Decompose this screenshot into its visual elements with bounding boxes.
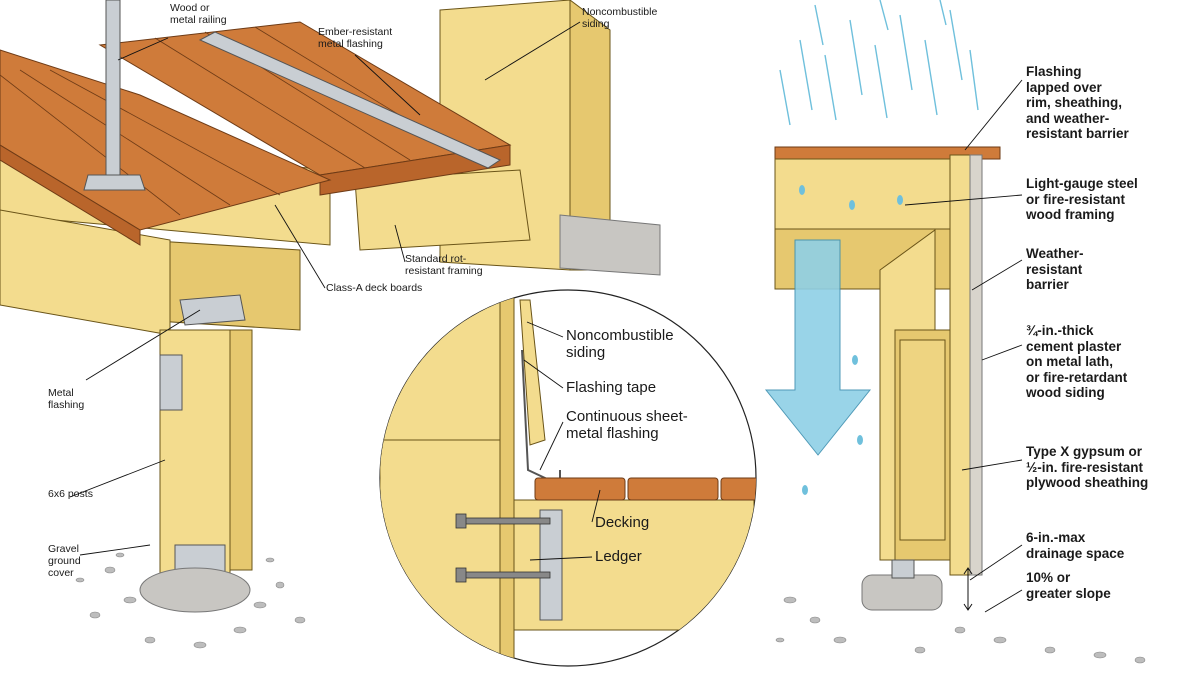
- label-metal-flashing: Metal flashing: [48, 387, 85, 412]
- right-plaster: [969, 154, 983, 576]
- railing-post: [105, 0, 121, 181]
- rain: [779, 0, 979, 126]
- gravel-right: [775, 596, 1146, 664]
- detail-sheathing: [499, 290, 515, 666]
- label-ledger: Ledger: [595, 548, 642, 565]
- foundation: [559, 214, 661, 276]
- deck-boards-upper-edge: [319, 144, 511, 196]
- label-detail-siding: Noncombustible siding: [566, 327, 674, 362]
- label-deck-boards: Class-A deck boards: [326, 282, 423, 294]
- deck-boards-lower-edge: [0, 144, 141, 246]
- joist-hanger: [539, 509, 563, 621]
- label-ember-flashing: Ember-resistant metal flashing: [318, 26, 393, 51]
- label-gypsum: Type X gypsum or ½-in. fire-resistant pl…: [1026, 444, 1149, 491]
- label-drainage: 6-in.-max drainage space: [1026, 530, 1125, 561]
- right-footing: [861, 574, 943, 611]
- detail-rim: [380, 439, 501, 666]
- right-post-base: [891, 559, 915, 579]
- label-railing: Wood or metal railing: [170, 2, 227, 27]
- label-wrb: Weather- resistant barrier: [1026, 246, 1084, 293]
- footing: [139, 567, 251, 613]
- label-flashing-tape: Flashing tape: [566, 379, 657, 396]
- right-section-illustration: [764, 0, 1146, 664]
- detail-siding: [519, 299, 546, 446]
- label-flashing-lapped: Flashing lapped over rim, sheathing, and…: [1026, 64, 1129, 142]
- decking-board-2: [627, 477, 719, 501]
- label-posts: 6x6 posts: [48, 488, 93, 500]
- gravel-left: [75, 552, 306, 649]
- ledger-bolts: [455, 513, 551, 583]
- label-gravel: Gravel ground cover: [48, 543, 81, 580]
- decking-board-3: [720, 477, 756, 501]
- label-standard-framing: Standard rot- resistant framing: [405, 253, 483, 278]
- ember-flashing-strip: [198, 31, 502, 169]
- detail-circle: [379, 289, 757, 667]
- beam-flashing: [179, 294, 246, 326]
- label-decking: Decking: [595, 514, 650, 531]
- label-steel-framing: Light-gauge steel or fire-resistant wood…: [1026, 176, 1138, 223]
- label-sheet-metal-flashing: Continuous sheet- metal flashing: [566, 408, 688, 443]
- drainage-arrow: [764, 239, 872, 456]
- post-connector: [159, 354, 183, 411]
- left-deck-illustration: [0, 0, 661, 649]
- right-framing: [774, 158, 951, 230]
- label-noncombustible-siding-left: Noncombustible siding: [582, 6, 658, 31]
- right-sheathing: [949, 154, 971, 576]
- label-plaster: ¾-in.-thick cement plaster on metal lath…: [1026, 323, 1128, 401]
- leader-lines: [69, 21, 1023, 613]
- standard-framing: [354, 169, 531, 251]
- drips: [799, 185, 903, 495]
- decking-board-1: [534, 477, 626, 501]
- railing-base: [83, 174, 146, 191]
- label-slope: 10% or greater slope: [1026, 570, 1111, 601]
